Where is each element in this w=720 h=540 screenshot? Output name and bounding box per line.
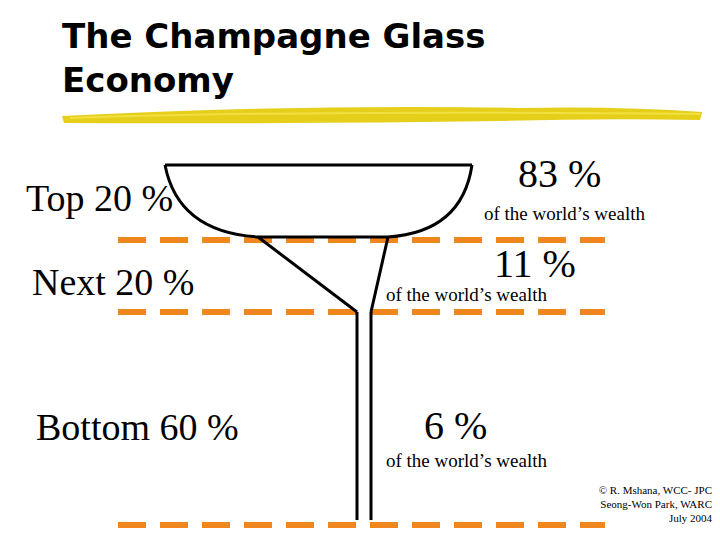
glass-bowl-bottom <box>258 236 388 239</box>
share-caption: of the world’s wealth <box>386 284 547 306</box>
copyright-line: July 2004 <box>669 512 712 524</box>
copyright-line: Seong-Won Park, WARC <box>600 498 712 510</box>
glass-stem <box>356 312 359 520</box>
glass-funnel-left <box>258 237 357 312</box>
group-label: Next 20 % <box>32 260 195 304</box>
glass-funnel-right <box>371 237 388 312</box>
glass-bowl-right <box>388 165 472 237</box>
copyright-line: © R. Mshana, WCC- JPC <box>599 484 712 496</box>
divider-line <box>118 309 605 315</box>
share-value: 83 % <box>518 150 601 197</box>
share-value: 11 % <box>494 240 576 287</box>
share-value: 6 % <box>424 402 487 449</box>
glass-bowl-left <box>165 165 258 237</box>
group-label: Top 20 % <box>26 176 173 220</box>
group-label: Bottom 60 % <box>36 405 239 449</box>
glass-rim <box>165 164 472 167</box>
share-caption: of the world’s wealth <box>386 450 547 472</box>
title-underline <box>62 107 702 123</box>
share-caption: of the world’s wealth <box>484 203 645 225</box>
slide-title: The Champagne Glass Economy <box>62 14 582 102</box>
divider-line <box>118 522 605 528</box>
title-underline-highlight <box>70 113 700 118</box>
glass-stem <box>370 312 373 520</box>
